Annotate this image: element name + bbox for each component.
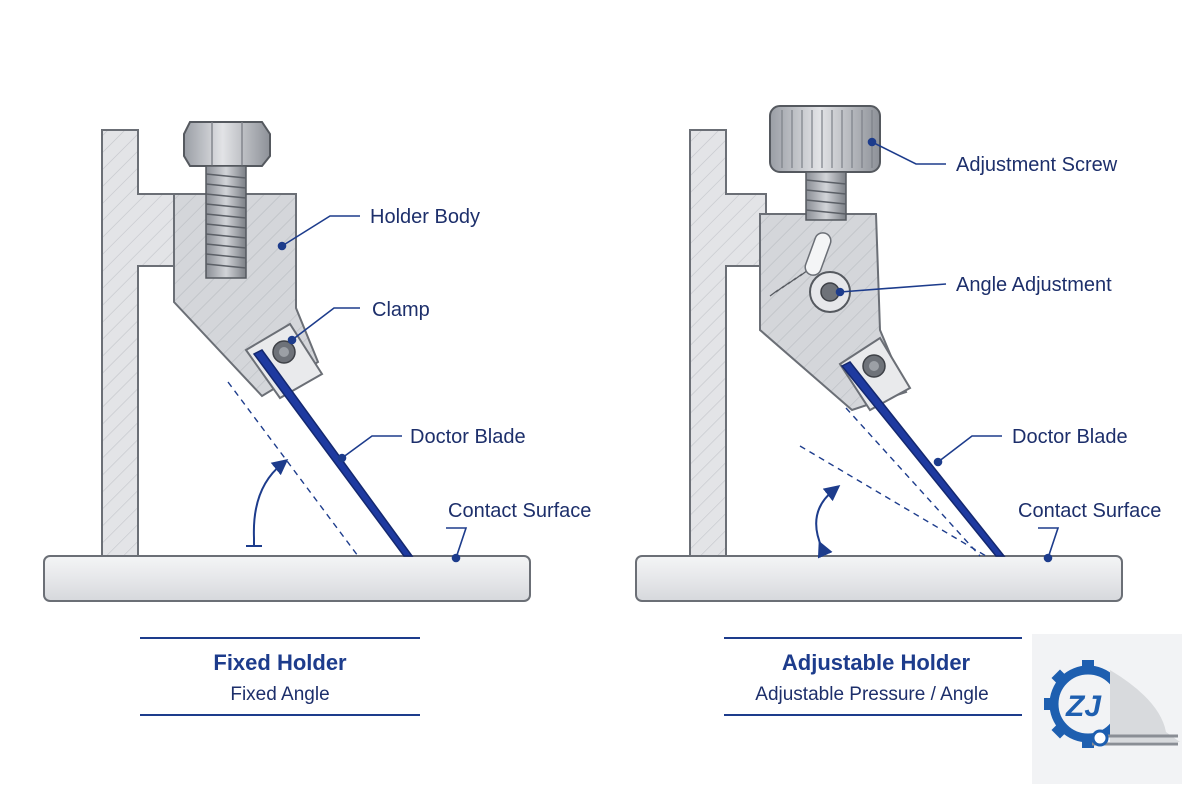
clamp-right: [838, 336, 912, 412]
mounting-frame-right: [689, 129, 767, 557]
contact-surface-right: [635, 555, 1123, 602]
label-doctor-blade-right: Doctor Blade: [1012, 426, 1128, 448]
label-contact-surface-right: Contact Surface: [1018, 500, 1161, 522]
clamp-left: [244, 322, 324, 400]
adjustable-holder-assembly: Adjustment Screw Angle Adjustment Doctor…: [635, 105, 1161, 716]
fixed-holder-assembly: Holder Body Clamp Doctor Blade Contact S…: [43, 121, 591, 716]
angle-reference-line-left: [227, 381, 359, 557]
angle-range-lines: [799, 407, 987, 557]
caption-title-fixed: Fixed Holder: [213, 650, 347, 675]
doctor-blade-left: [252, 349, 414, 557]
angle-arc-right: [815, 485, 841, 559]
label-adjustment-screw: Adjustment Screw: [956, 154, 1118, 176]
callouts-left: [277, 215, 468, 563]
callouts-right: [835, 137, 1060, 563]
angle-arc-left: [252, 458, 289, 539]
caption-subtitle-fixed: Fixed Angle: [230, 684, 329, 705]
label-holder-body: Holder Body: [370, 206, 480, 228]
label-doctor-blade-left: Doctor Blade: [410, 426, 526, 448]
label-contact-surface-left: Contact Surface: [448, 500, 591, 522]
label-clamp: Clamp: [372, 299, 430, 321]
contact-surface-left: [43, 555, 531, 602]
logo-text: ZJ: [1065, 690, 1102, 723]
angle-scale: [769, 269, 809, 297]
mounting-frame-left: [101, 129, 183, 557]
adjustment-screw: [769, 105, 881, 221]
caption-title-adjustable: Adjustable Holder: [782, 650, 971, 675]
bolt-left: [183, 121, 271, 279]
label-angle-adjustment: Angle Adjustment: [956, 274, 1112, 296]
caption-subtitle-adjustable: Adjustable Pressure / Angle: [755, 684, 988, 705]
company-logo: ZJ: [1032, 634, 1182, 784]
doctor-blade-right: [840, 361, 1006, 557]
